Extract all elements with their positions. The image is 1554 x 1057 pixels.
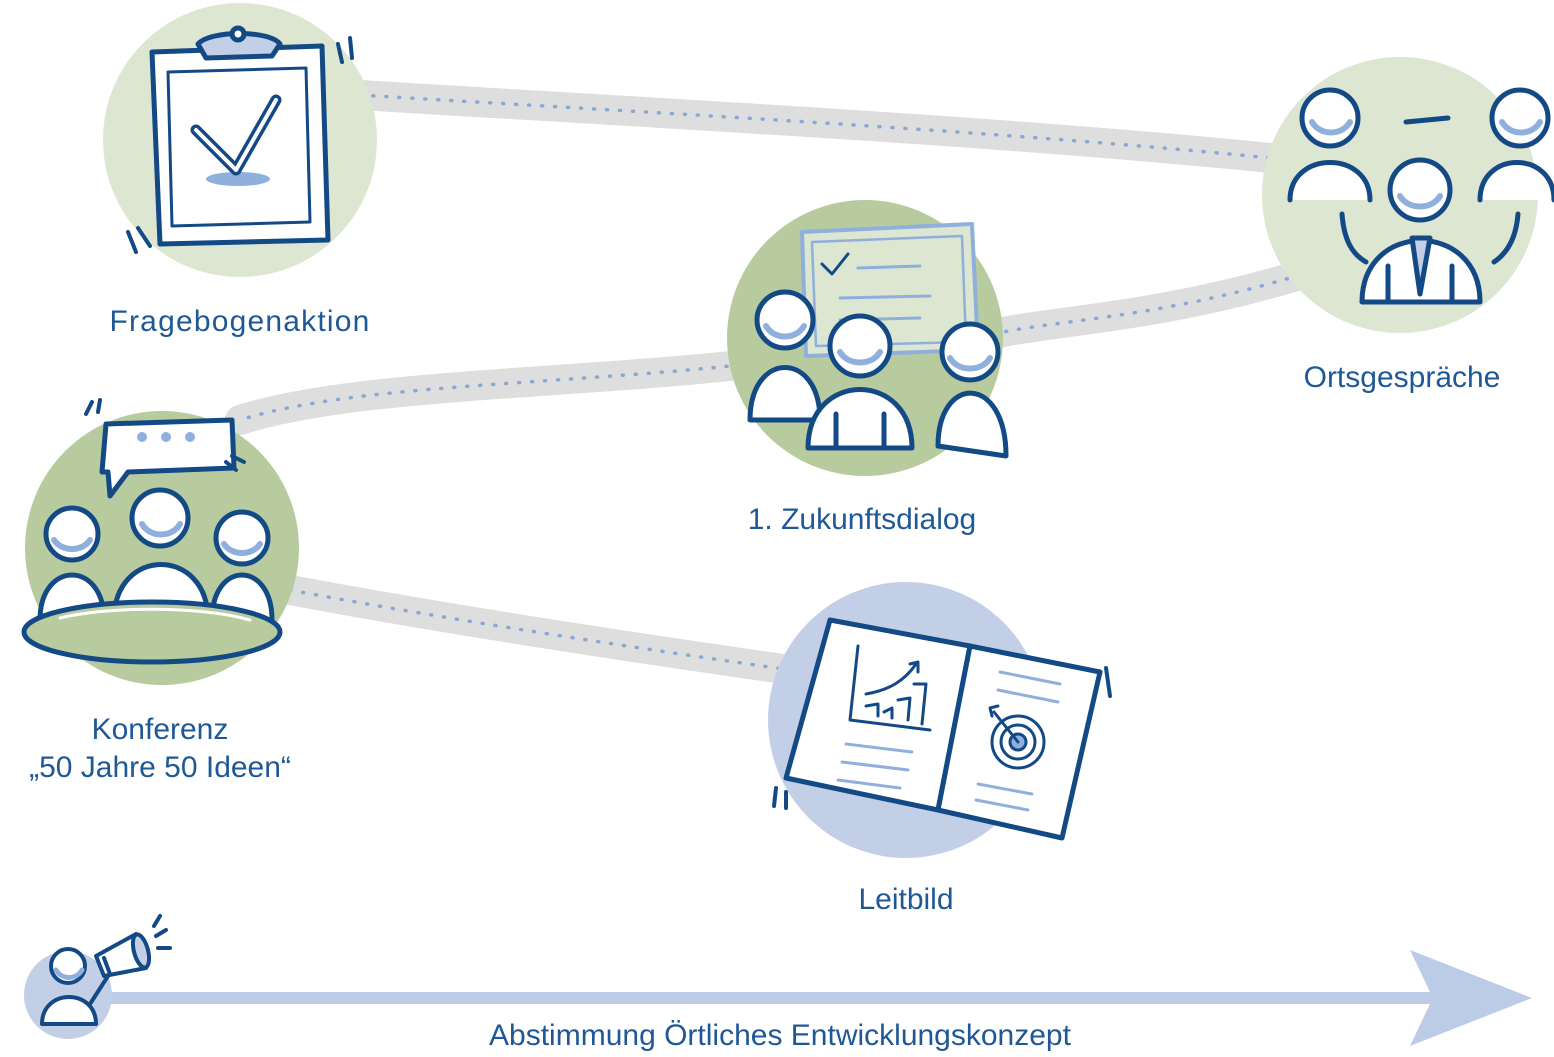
station-zukunftsdialog bbox=[727, 200, 1009, 476]
label-konferenz-line1: Konferenz bbox=[91, 713, 229, 746]
station-konferenz bbox=[21, 398, 299, 685]
station-leitbild bbox=[768, 582, 1112, 858]
presentation-group-icon bbox=[747, 222, 1009, 459]
label-ortsgespraeche: Ortsgespräche bbox=[1303, 361, 1501, 394]
megaphone-speaker-icon bbox=[40, 914, 172, 1026]
timeline-arrow bbox=[110, 950, 1532, 1046]
label-zukunftsdialog: 1. Zukunftsdialog bbox=[747, 503, 977, 536]
process-path bbox=[225, 80, 1315, 685]
strategy-book-icon bbox=[772, 617, 1112, 841]
path-segment-1 bbox=[345, 80, 1305, 175]
path-segment-3 bbox=[225, 350, 755, 435]
label-leitbild: Leitbild bbox=[858, 883, 954, 916]
timeline bbox=[24, 914, 1532, 1046]
label-konferenz-line2: „50 Jahre 50 Ideen“ bbox=[29, 751, 291, 784]
timeline-label: Abstimmung Örtliches Entwicklungskonzept bbox=[489, 1019, 1071, 1052]
path-segment-2 bbox=[975, 260, 1315, 350]
people-meeting-icon bbox=[1287, 87, 1554, 305]
speech-bubble-icon bbox=[99, 417, 237, 499]
target-icon bbox=[988, 704, 1046, 770]
label-fragebogenaktion: Fragebogenaktion bbox=[109, 305, 371, 338]
clipboard-check-icon bbox=[126, 25, 354, 254]
conference-table-icon bbox=[21, 398, 283, 665]
station-ortsgespraeche bbox=[1262, 57, 1554, 333]
station-fragebogenaktion bbox=[103, 3, 377, 277]
